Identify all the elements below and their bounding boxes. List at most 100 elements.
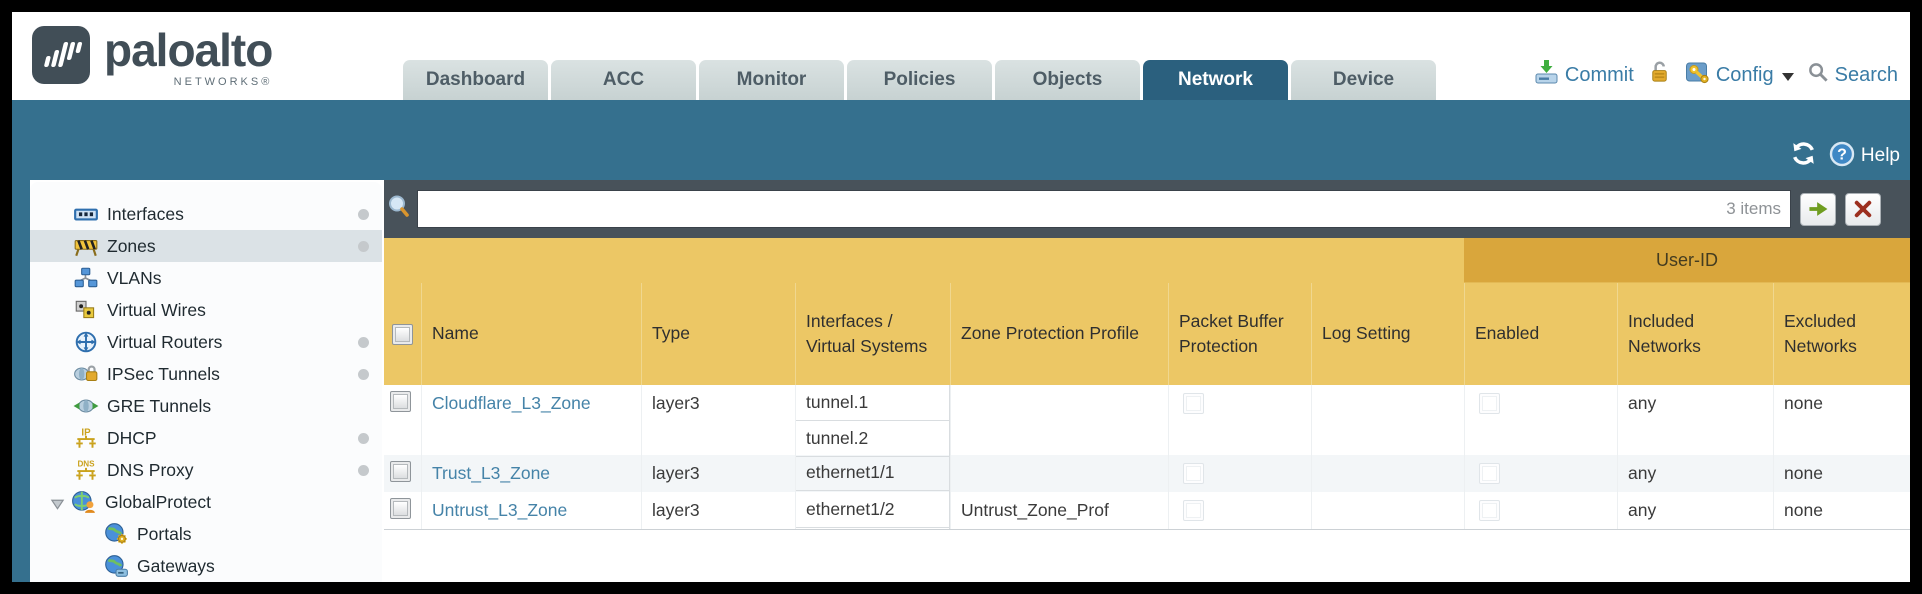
cell-log-setting xyxy=(1311,492,1464,529)
tab-network[interactable]: Network xyxy=(1143,60,1288,100)
sidebar-item-zones[interactable]: Zones xyxy=(30,230,382,262)
packet-buffer-checkbox[interactable] xyxy=(1183,393,1204,414)
sidebar-item-vlans[interactable]: VLANs xyxy=(30,262,382,294)
column-header-interfaces-virtual-systems[interactable]: Interfaces / Virtual Systems xyxy=(795,283,950,385)
column-header-name[interactable]: Name xyxy=(421,283,641,385)
dhcp-icon: IP xyxy=(73,426,99,450)
user-id-enabled-checkbox[interactable] xyxy=(1479,463,1500,484)
lock-icon[interactable] xyxy=(1647,60,1672,90)
refresh-icon[interactable] xyxy=(1790,140,1817,172)
cell-zone-protection-profile xyxy=(950,385,1168,455)
config-icon xyxy=(1685,59,1711,91)
sidebar-item-globalprotect[interactable]: GlobalProtect xyxy=(30,486,382,518)
sidebar-item-gateways[interactable]: Gateways xyxy=(30,550,382,582)
cell-type: layer3 xyxy=(641,385,795,455)
tab-device[interactable]: Device xyxy=(1291,60,1436,100)
clear-filter-button[interactable] xyxy=(1845,192,1881,226)
column-header-packet-buffer-protection[interactable]: Packet Buffer Protection xyxy=(1168,283,1311,385)
svg-text:IP: IP xyxy=(81,427,91,438)
row-checkbox[interactable] xyxy=(390,461,411,482)
user-id-enabled-checkbox[interactable] xyxy=(1479,500,1500,521)
search-button[interactable]: Search xyxy=(1807,61,1898,90)
column-header-enabled[interactable]: Enabled xyxy=(1464,283,1617,385)
sidebar-item-label: IPSec Tunnels xyxy=(107,363,220,384)
column-header-included-networks[interactable]: Included Networks xyxy=(1617,283,1773,385)
portals-icon xyxy=(103,522,129,546)
cell-zone-protection-profile xyxy=(950,455,1168,492)
cell-name: Cloudflare_L3_Zone xyxy=(421,385,641,455)
sidebar-item-label: Virtual Routers xyxy=(107,331,223,352)
zone-name-link[interactable]: Untrust_L3_Zone xyxy=(432,500,568,520)
filter-bar: 3 items xyxy=(384,180,1910,238)
help-label: Help xyxy=(1860,145,1900,166)
sidebar-item-ipsec-tunnels[interactable]: IPSec Tunnels xyxy=(30,358,382,390)
brand-subtitle: NETWORKS® xyxy=(173,76,273,88)
apply-filter-button[interactable] xyxy=(1800,192,1836,226)
cell-packet-buffer-protection xyxy=(1168,385,1311,455)
left-accent-strip xyxy=(12,180,30,582)
sidebar-item-virtual-routers[interactable]: Virtual Routers xyxy=(30,326,382,358)
user-id-enabled-checkbox[interactable] xyxy=(1479,393,1500,414)
tab-acc[interactable]: ACC xyxy=(551,60,696,100)
row-checkbox[interactable] xyxy=(390,391,411,412)
cell-included-networks: any xyxy=(1617,492,1773,529)
svg-text:?: ? xyxy=(1837,146,1847,163)
cell-user-id-enabled xyxy=(1464,455,1617,492)
sidebar-item-interfaces[interactable]: Interfaces xyxy=(30,198,382,230)
tab-monitor[interactable]: Monitor xyxy=(699,60,844,100)
expander-down-icon[interactable] xyxy=(50,495,65,510)
select-all-checkbox[interactable] xyxy=(392,323,413,345)
virtual-routers-icon xyxy=(73,330,99,354)
filter-input[interactable] xyxy=(417,190,1791,228)
gateways-icon xyxy=(103,554,129,578)
status-dot xyxy=(358,433,369,444)
interfaces-icon xyxy=(73,202,99,226)
sidebar-item-label: Gateways xyxy=(137,555,215,576)
cell-included-networks: any xyxy=(1617,385,1773,455)
interface-entry: tunnel.2 xyxy=(796,421,949,457)
column-header-log-setting[interactable]: Log Setting xyxy=(1311,283,1464,385)
cell-log-setting xyxy=(1311,385,1464,455)
sidebar-item-dhcp[interactable]: IP DHCP xyxy=(30,422,382,454)
item-count: 3 items xyxy=(1726,199,1781,218)
status-dot xyxy=(358,369,369,380)
sidebar-item-portals[interactable]: Portals xyxy=(30,518,382,550)
tab-objects[interactable]: Objects xyxy=(995,60,1140,100)
sidebar-item-label: GlobalProtect xyxy=(105,491,212,512)
vlans-icon xyxy=(73,266,99,290)
brand-name: paloalto xyxy=(104,24,273,76)
sidebar-item-gre-tunnels[interactable]: GRE Tunnels xyxy=(30,390,382,422)
svg-text:DNS: DNS xyxy=(77,460,95,469)
cell-name: Trust_L3_Zone xyxy=(421,455,641,492)
top-actions: Commit Config Search xyxy=(1534,55,1898,95)
status-dot xyxy=(358,337,369,348)
zones-icon xyxy=(73,234,99,258)
column-header-type[interactable]: Type xyxy=(641,283,795,385)
column-header-zone-protection-profile[interactable]: Zone Protection Profile xyxy=(950,283,1168,385)
header-checkbox-cell xyxy=(384,283,421,385)
tab-dashboard[interactable]: Dashboard xyxy=(403,60,548,100)
zone-name-link[interactable]: Cloudflare_L3_Zone xyxy=(432,393,591,413)
commit-button[interactable]: Commit xyxy=(1534,59,1634,91)
help-icon[interactable]: ? xyxy=(1829,141,1855,172)
sidebar-item-label: Portals xyxy=(137,523,192,544)
user-id-group-header: User-ID xyxy=(1464,238,1910,283)
config-dropdown[interactable]: Config xyxy=(1685,59,1794,91)
column-header-excluded-networks[interactable]: Excluded Networks xyxy=(1773,283,1910,385)
tab-policies[interactable]: Policies xyxy=(847,60,992,100)
sidebar-item-label: DHCP xyxy=(107,427,157,448)
sidebar-item-virtual-wires[interactable]: Virtual Wires xyxy=(30,294,382,326)
interface-entry: tunnel.1 xyxy=(796,385,949,421)
packet-buffer-checkbox[interactable] xyxy=(1183,463,1204,484)
row-checkbox[interactable] xyxy=(390,498,411,519)
cell-user-id-enabled xyxy=(1464,385,1617,455)
interface-entry: ethernet1/1 xyxy=(796,455,949,491)
packet-buffer-checkbox[interactable] xyxy=(1183,500,1204,521)
cell-zone-protection-profile: Untrust_Zone_Prof xyxy=(950,492,1168,529)
zone-name-link[interactable]: Trust_L3_Zone xyxy=(432,463,551,483)
cell-type: layer3 xyxy=(641,492,795,529)
